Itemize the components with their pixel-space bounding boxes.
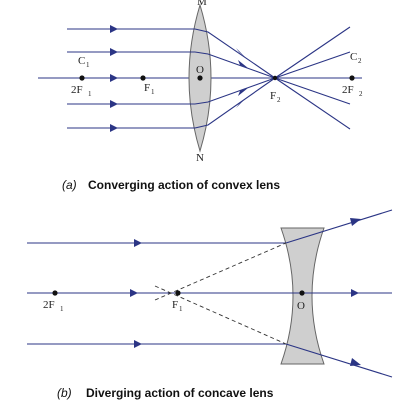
concave-arrow-axis-right — [351, 289, 359, 297]
convex-arrow-2 — [110, 48, 118, 56]
convex-label-c1: C — [78, 55, 85, 67]
concave-point-f1 — [175, 290, 181, 296]
concave-arrow-refr-bottom — [350, 358, 361, 366]
concave-label-o: O — [297, 300, 305, 312]
convex-label-n: N — [196, 152, 204, 164]
convex-label-f2: F — [270, 90, 276, 102]
convex-point-f1 — [140, 75, 146, 81]
concave-label-f1-sub: 1 — [179, 305, 183, 313]
convex-lens-diagram: M N O C 1 2F 1 F 1 F 2 C 2 2F 2 (a) Conv… — [38, 0, 363, 192]
convex-label-2f2: 2F — [342, 84, 354, 96]
convex-refracted-ray-2 — [194, 51, 351, 105]
concave-arrow-top — [134, 239, 142, 247]
concave-caption-prefix: (b) — [57, 386, 72, 400]
convex-point-2f2 — [349, 75, 355, 81]
convex-refracted-ray-5 — [194, 26, 351, 129]
concave-virtual-ray-top — [154, 242, 287, 301]
convex-caption-text: Converging action of convex lens — [88, 178, 280, 192]
concave-lens-diagram: 2F 1 F 1 O (b) Diverging action of conca… — [27, 209, 393, 400]
concave-caption-text: Diverging action of concave lens — [86, 386, 274, 400]
convex-label-f1-sub: 1 — [151, 88, 155, 96]
concave-point-2f1 — [52, 290, 58, 296]
concave-point-o — [299, 290, 305, 296]
convex-arrow-1 — [110, 25, 118, 33]
convex-label-c2: C — [350, 51, 357, 63]
concave-virtual-ray-bottom — [154, 285, 287, 345]
concave-arrow-axis-left — [130, 289, 138, 297]
convex-label-f1: F — [144, 82, 150, 94]
convex-point-f2 — [272, 75, 278, 81]
convex-label-c1-sub: 1 — [86, 61, 90, 69]
convex-point-2f1 — [79, 75, 85, 81]
convex-label-o: O — [196, 64, 204, 76]
convex-label-2f1: 2F — [71, 84, 83, 96]
convex-refracted-ray-4 — [194, 51, 351, 105]
convex-refracted-ray-1 — [194, 28, 351, 130]
convex-label-f2-sub: 2 — [277, 96, 281, 104]
convex-arrow-axis — [110, 74, 118, 82]
convex-refr-arrow-2 — [238, 60, 248, 68]
concave-refracted-ray-bottom — [285, 343, 393, 378]
convex-caption-prefix: (a) — [62, 178, 77, 192]
concave-label-2f1: 2F — [43, 299, 55, 311]
convex-refr-arrow-1 — [236, 48, 246, 58]
concave-arrow-refr-top — [350, 218, 361, 226]
convex-label-c2-sub: 2 — [358, 57, 362, 65]
convex-point-o — [197, 75, 203, 81]
convex-label-2f1-sub: 1 — [88, 90, 92, 98]
convex-label-m: M — [197, 0, 207, 8]
concave-refracted-ray-top — [285, 209, 393, 244]
concave-arrow-bottom — [134, 340, 142, 348]
convex-refr-arrow-4 — [238, 88, 248, 96]
concave-lens — [280, 227, 325, 365]
convex-arrow-5 — [110, 124, 118, 132]
concave-label-2f1-sub: 1 — [60, 305, 64, 313]
convex-refr-arrow-5 — [236, 98, 246, 108]
convex-label-2f2-sub: 2 — [359, 90, 363, 98]
concave-label-f1: F — [172, 299, 178, 311]
convex-arrow-4 — [110, 100, 118, 108]
